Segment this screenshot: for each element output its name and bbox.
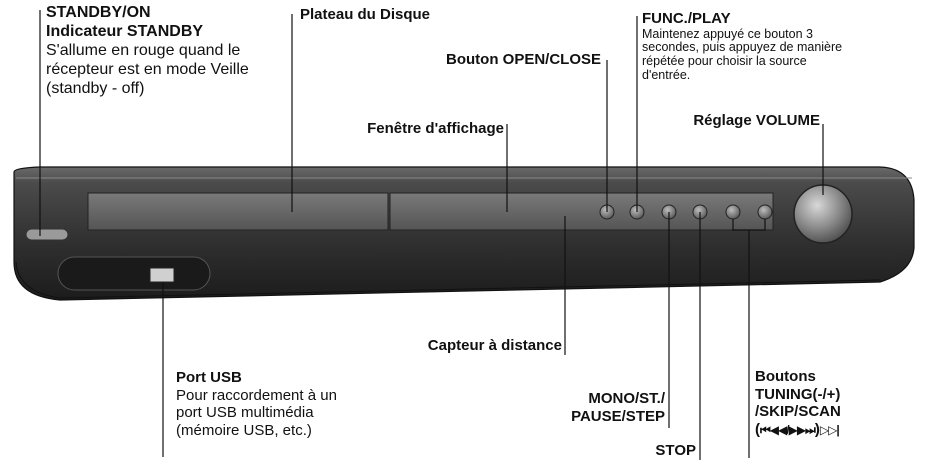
tuning-line-2: TUNING(-/+) xyxy=(755,385,841,403)
standby-desc-1: S'allume en rouge quand le xyxy=(46,41,241,59)
func-play-desc-1: Maintenez appuyé ce bouton 3 xyxy=(642,26,813,41)
func-play-desc-2: secondes, puis appuyez de manière xyxy=(642,40,843,55)
usb-port[interactable] xyxy=(149,267,175,283)
tuning-label-group: Boutons TUNING(-/+) /SKIP/SCAN (⏮◀◀/▶▶⏭)… xyxy=(755,368,841,439)
volume-label: Réglage VOLUME xyxy=(693,112,820,129)
display-window-label: Fenêtre d'affichage xyxy=(367,120,504,137)
disc-tray-label: Plateau du Disque xyxy=(300,6,431,23)
mono-st-line-2: PAUSE/STEP xyxy=(571,407,665,425)
tuning-paren-close: ) xyxy=(814,421,820,439)
stop-label: STOP xyxy=(655,442,696,459)
tuning-plus-button[interactable] xyxy=(757,204,773,220)
standby-label-group: STANDBY/ON Indicateur STANDBY S'allume e… xyxy=(46,4,249,98)
func-play-desc-3: répétée pour choisir la source xyxy=(642,54,807,69)
tuning-minus-button[interactable] xyxy=(725,204,741,220)
tuning-line-1: Boutons xyxy=(755,368,816,385)
usb-port-desc-2: port USB multimédia xyxy=(176,404,314,422)
tuning-line-4: (⏮◀◀/▶▶⏭)▷▷| xyxy=(755,421,841,439)
func-play-title: FUNC./PLAY xyxy=(642,10,731,27)
usb-port-desc-3: (mémoire USB, etc.) xyxy=(176,422,312,440)
open-close-label: Bouton OPEN/CLOSE xyxy=(446,51,601,68)
tuning-line-3: /SKIP/SCAN xyxy=(755,403,841,421)
mono-st-label-group: MONO/ST./ PAUSE/STEP xyxy=(571,390,665,425)
usb-panel xyxy=(57,256,211,291)
usb-port-desc-1: Pour raccordement à un xyxy=(176,386,337,404)
disc-tray xyxy=(87,192,389,231)
usb-port-label-group: Port USB Pour raccordement à un port USB… xyxy=(176,369,337,440)
standby-title: STANDBY/ON xyxy=(46,4,151,21)
faded-skip-icon: ▷▷| xyxy=(819,423,840,438)
display-window xyxy=(389,192,774,231)
mono-st-line-1: MONO/ST./ xyxy=(588,390,665,407)
leader-lines xyxy=(39,10,824,460)
remote-sensor-label: Capteur à distance xyxy=(427,337,562,354)
skip-scan-icons: ⏮◀◀/▶▶⏭ xyxy=(760,423,816,438)
standby-desc-2: récepteur est en mode Veille xyxy=(46,60,249,78)
usb-port-title: Port USB xyxy=(176,369,242,386)
standby-subtitle: Indicateur STANDBY xyxy=(46,22,204,40)
tuning-paren-open: ( xyxy=(755,421,760,439)
standby-button[interactable] xyxy=(25,228,69,241)
func-play-label-group: FUNC./PLAY Maintenez appuyé ce bouton 3 … xyxy=(642,10,842,83)
func-play-desc-4: d'entrée. xyxy=(642,67,691,82)
standby-desc-3: (standby - off) xyxy=(46,79,145,97)
